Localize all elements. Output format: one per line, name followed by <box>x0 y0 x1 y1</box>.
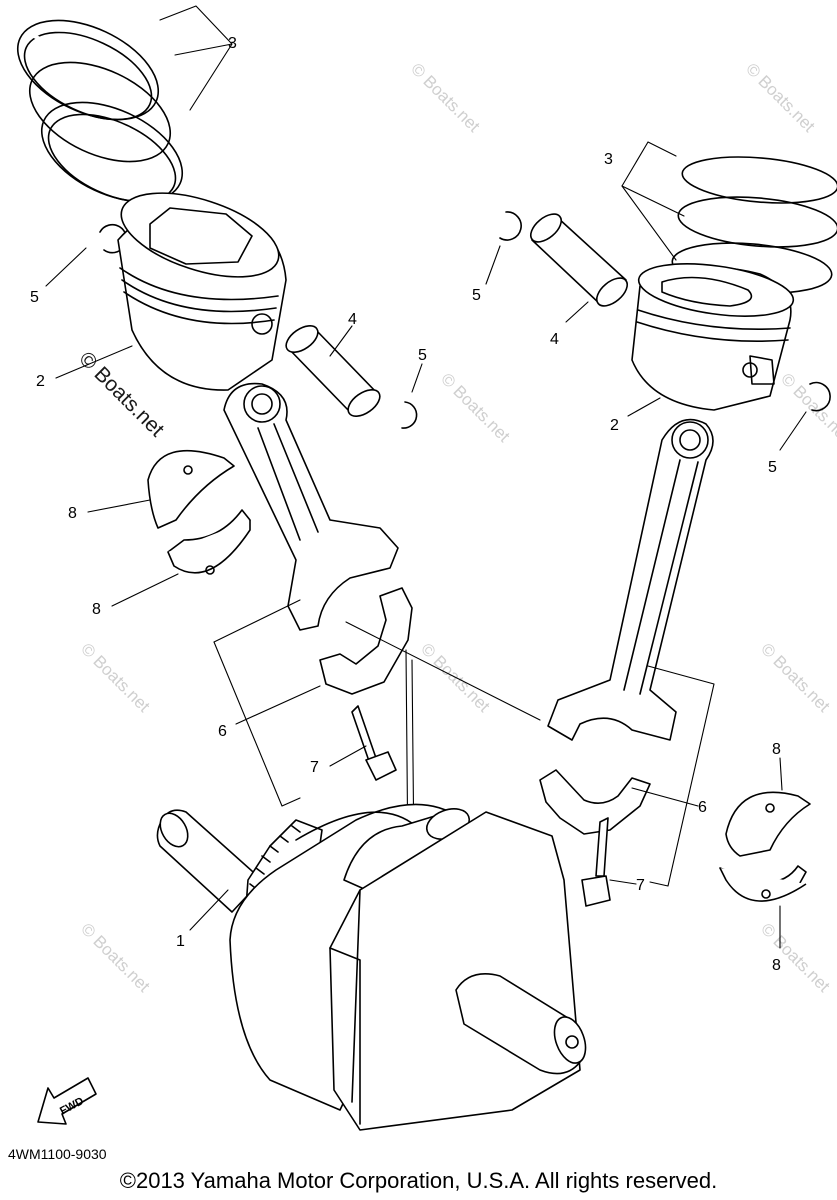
callout-line-7-right <box>609 879 637 885</box>
piston-rings-left <box>16 19 184 206</box>
piston-rings-right <box>671 156 837 294</box>
callout-line-4-left <box>329 325 353 357</box>
callout-line-4-right <box>565 301 589 323</box>
copyright-notice: ©2013 Yamaha Motor Corporation, U.S.A. A… <box>119 1168 718 1193</box>
bearing-right-upper <box>725 791 811 857</box>
callout-line-8-right-a <box>779 757 783 791</box>
callout-line-8-left-b <box>111 573 179 607</box>
callout-5-left: 5 <box>30 289 39 306</box>
watermark-10: © Boats.net <box>757 919 834 996</box>
watermark-2: © Boats.net <box>742 59 819 136</box>
callout-line-2-left <box>55 345 133 379</box>
crankshaft <box>156 803 587 1131</box>
watermark-8: © Boats.net <box>77 919 154 996</box>
bearing-left-lower <box>167 509 251 575</box>
callout-line-5-right <box>485 245 501 285</box>
callout-8-left-a: 8 <box>68 505 77 522</box>
callout-line-7-left <box>329 745 367 767</box>
bearing-left-upper <box>147 449 235 529</box>
piston-left <box>117 192 287 391</box>
callout-line-5-left <box>45 247 87 287</box>
diagram-part-code: 4WM1100-9030 <box>8 1146 107 1162</box>
callout-8-right-a: 8 <box>772 741 781 758</box>
circlip-left-lower <box>401 401 418 429</box>
callout-3-right: 3 <box>604 151 613 168</box>
bracket-right <box>647 665 715 887</box>
connecting-rod-left <box>223 382 399 631</box>
callout-line-3-left <box>159 5 233 111</box>
callout-line-6-left-top <box>213 599 301 643</box>
alignment-line-diagonal <box>345 621 541 721</box>
callout-7-right: 7 <box>636 877 645 894</box>
callout-8-left-b: 8 <box>92 601 101 618</box>
piston-pin-left <box>285 325 381 417</box>
bolt-right <box>581 817 611 907</box>
rod-cap-left <box>319 587 413 695</box>
callout-7-left: 7 <box>310 759 319 776</box>
circlip-right-lower <box>809 381 831 412</box>
watermark-1: © Boats.net <box>407 59 484 136</box>
callout-line-1 <box>189 889 229 931</box>
callout-line-3-right-b <box>621 185 685 217</box>
callout-line-5-left-b <box>411 363 423 393</box>
watermark-4: © Boats.net <box>777 369 837 446</box>
circlip-right-upper <box>499 211 522 241</box>
callout-line-6-left <box>235 685 321 725</box>
watermark-3: © Boats.net <box>437 369 514 446</box>
callout-line-8-left-a <box>87 499 151 513</box>
bolt-left <box>351 705 397 781</box>
callout-2-right: 2 <box>610 417 619 434</box>
connecting-rod-right <box>547 418 714 741</box>
bearing-right-lower <box>719 865 807 902</box>
watermark-7: © Boats.net <box>757 639 834 716</box>
callout-line-3-right <box>621 141 677 187</box>
callout-3-left: 3 <box>228 35 237 52</box>
callout-8-right-b: 8 <box>772 957 781 974</box>
watermark-5: © Boats.net <box>77 639 154 716</box>
callout-6-right: 6 <box>698 799 707 816</box>
rod-cap-right <box>539 769 651 835</box>
callout-5-left-b: 5 <box>418 347 427 364</box>
callout-5-right: 5 <box>472 287 481 304</box>
piston-right <box>631 263 795 411</box>
callout-4-left: 4 <box>348 311 357 328</box>
callout-line-2-right <box>627 397 661 417</box>
callout-line-3-left-b <box>174 43 233 56</box>
callout-6-left: 6 <box>218 723 227 740</box>
callout-4-right: 4 <box>550 331 559 348</box>
callout-1: 1 <box>176 933 185 950</box>
callout-5-right-b: 5 <box>768 459 777 476</box>
callout-line-3-right-c <box>621 185 677 261</box>
piston-pin-right <box>529 213 629 307</box>
fwd-arrow-icon: FWD <box>37 1077 97 1125</box>
callout-line-5-right-b <box>779 411 807 451</box>
callout-2-left: 2 <box>36 373 45 390</box>
bracket-left <box>213 641 301 807</box>
